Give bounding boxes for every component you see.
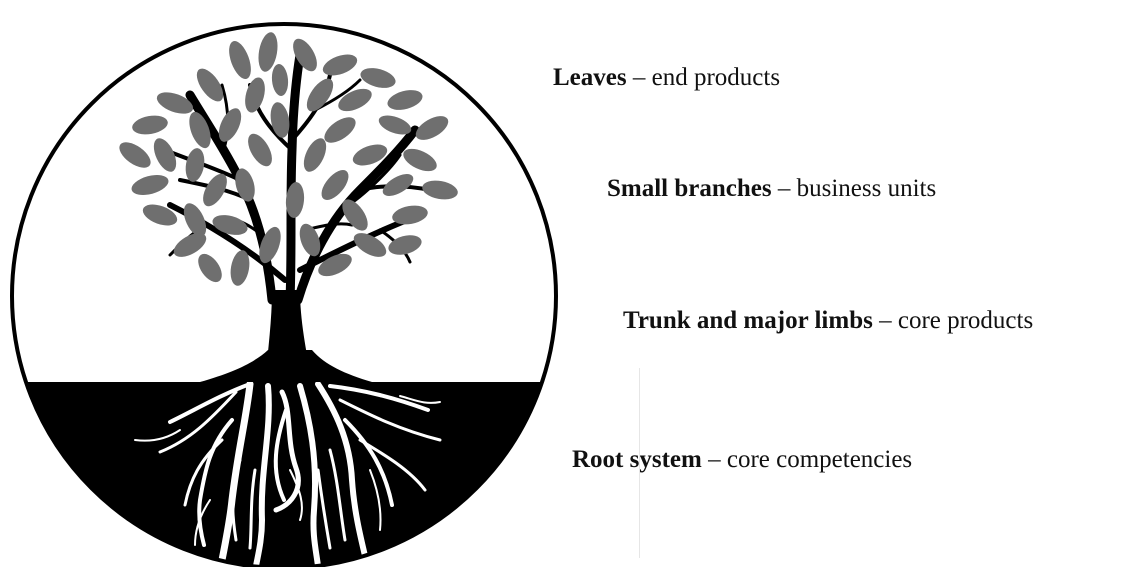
label-root-system-description: core competencies (727, 446, 912, 473)
label-trunk-and-major-limbs: Trunk and major limbs – core products (623, 306, 1033, 336)
label-trunk-dash: – (873, 307, 898, 334)
label-root-system-term: Root system (572, 446, 702, 473)
label-trunk-term: Trunk and major limbs (623, 307, 873, 334)
label-leaves-description: end products (652, 64, 780, 91)
label-small-branches-term: Small branches (607, 175, 772, 202)
label-small-branches-dash: – (772, 175, 797, 202)
label-root-system: Root system – core competencies (572, 445, 912, 475)
scan-artifact-line (639, 368, 640, 558)
label-small-branches: Small branches – business units (607, 174, 936, 204)
ground-area (0, 382, 580, 567)
tree-of-life-illustration (0, 0, 580, 567)
label-leaves: Leaves – end products (553, 63, 780, 93)
label-leaves-term: Leaves (553, 64, 627, 91)
label-trunk-description: core products (898, 307, 1033, 334)
label-root-system-dash: – (702, 446, 727, 473)
label-small-branches-description: business units (797, 175, 937, 202)
label-leaves-dash: – (627, 64, 652, 91)
